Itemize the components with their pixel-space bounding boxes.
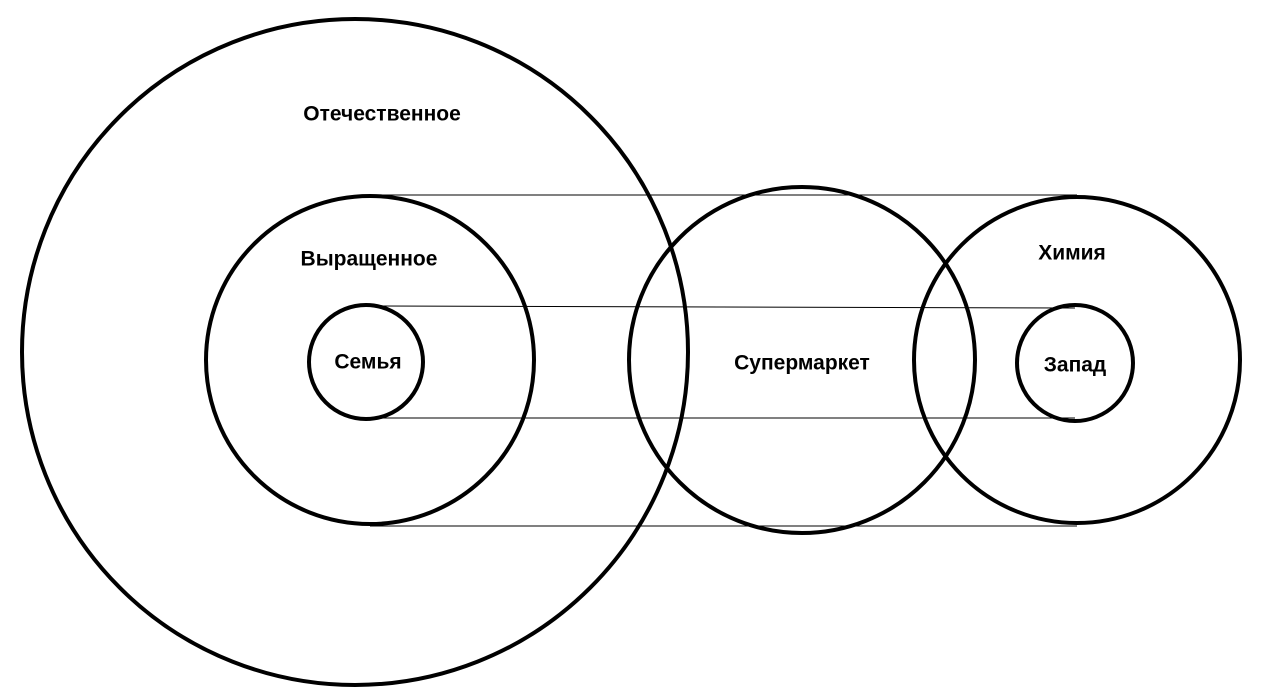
circle-domestic — [20, 17, 690, 687]
label-family: Семья — [334, 351, 401, 374]
circle-supermarket — [627, 185, 977, 535]
label-grown: Выращенное — [301, 248, 438, 271]
connector-line-inner-top — [365, 305, 1076, 309]
circle-chemistry — [912, 195, 1242, 525]
circle-family — [307, 303, 425, 421]
label-chemistry: Химия — [1038, 242, 1106, 265]
label-domestic: Отечественное — [303, 103, 461, 126]
circle-grown — [204, 194, 536, 526]
label-west: Запад — [1044, 354, 1107, 377]
label-supermarket: Супермаркет — [734, 352, 870, 375]
circle-west — [1015, 303, 1135, 423]
